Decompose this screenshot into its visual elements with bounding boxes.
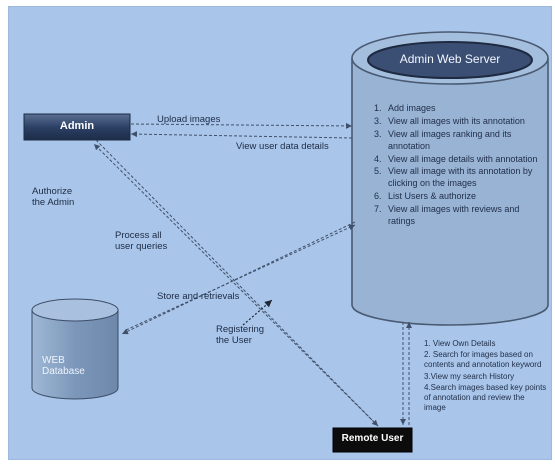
server-function-item: 4.View all image details with annotation bbox=[374, 153, 538, 164]
database-label: WEB Database bbox=[42, 355, 85, 377]
admin-remote-user-arrow bbox=[95, 139, 379, 427]
server-function-item: 7.View all images with reviews and ratin… bbox=[374, 204, 520, 226]
authorize-admin-arrow bbox=[93, 143, 379, 427]
remote-user-function-item: 4.Search images based key points of anno… bbox=[424, 382, 547, 413]
server-function-item: 6.List Users & authorize bbox=[374, 191, 477, 202]
admin-label: Admin bbox=[59, 120, 95, 132]
remote-user-function-item: 2. Search for images based on contents a… bbox=[424, 350, 542, 370]
edge-label-store-retrievals: Store and retrievals bbox=[157, 291, 240, 302]
server-function-list: 1.Add images 3.View all images with its … bbox=[374, 103, 539, 229]
upload-images-arrow bbox=[130, 122, 353, 129]
store-retrievals-arrow bbox=[121, 221, 356, 335]
server-function-item: 1.Add images bbox=[374, 103, 436, 113]
edge-label-upload-images: Upload images bbox=[157, 114, 221, 125]
edge-label-authorize-admin: Authorize the Admin bbox=[32, 186, 75, 209]
server-function-item: 5.View all image with its annotation by … bbox=[374, 166, 533, 189]
admin-web-server-node bbox=[351, 31, 549, 326]
remote-user-label: Remote User bbox=[341, 433, 404, 444]
edge-label-view-user-data: View user data details bbox=[236, 141, 329, 152]
server-title: Admin Web Server bbox=[399, 52, 501, 66]
web-database-node bbox=[31, 298, 119, 400]
registering-user-arrow bbox=[242, 299, 273, 326]
remote-user-function-item: 3.View my search History bbox=[424, 371, 515, 381]
remote-user-function-list: 1. View Own Details 2. Search for images… bbox=[424, 339, 548, 415]
view-user-data-arrow bbox=[130, 131, 353, 139]
remote-user-function-item: 1. View Own Details bbox=[424, 339, 496, 348]
edge-label-registering-user: Registering the User bbox=[216, 324, 265, 347]
admin-node bbox=[23, 113, 131, 141]
remote-user-node bbox=[332, 427, 413, 453]
server-function-item: 3.View all images ranking and its annota… bbox=[374, 128, 512, 151]
server-function-item: 3.View all images with its annotation bbox=[374, 115, 525, 126]
edge-label-process-queries: Process all user queries bbox=[115, 230, 168, 253]
